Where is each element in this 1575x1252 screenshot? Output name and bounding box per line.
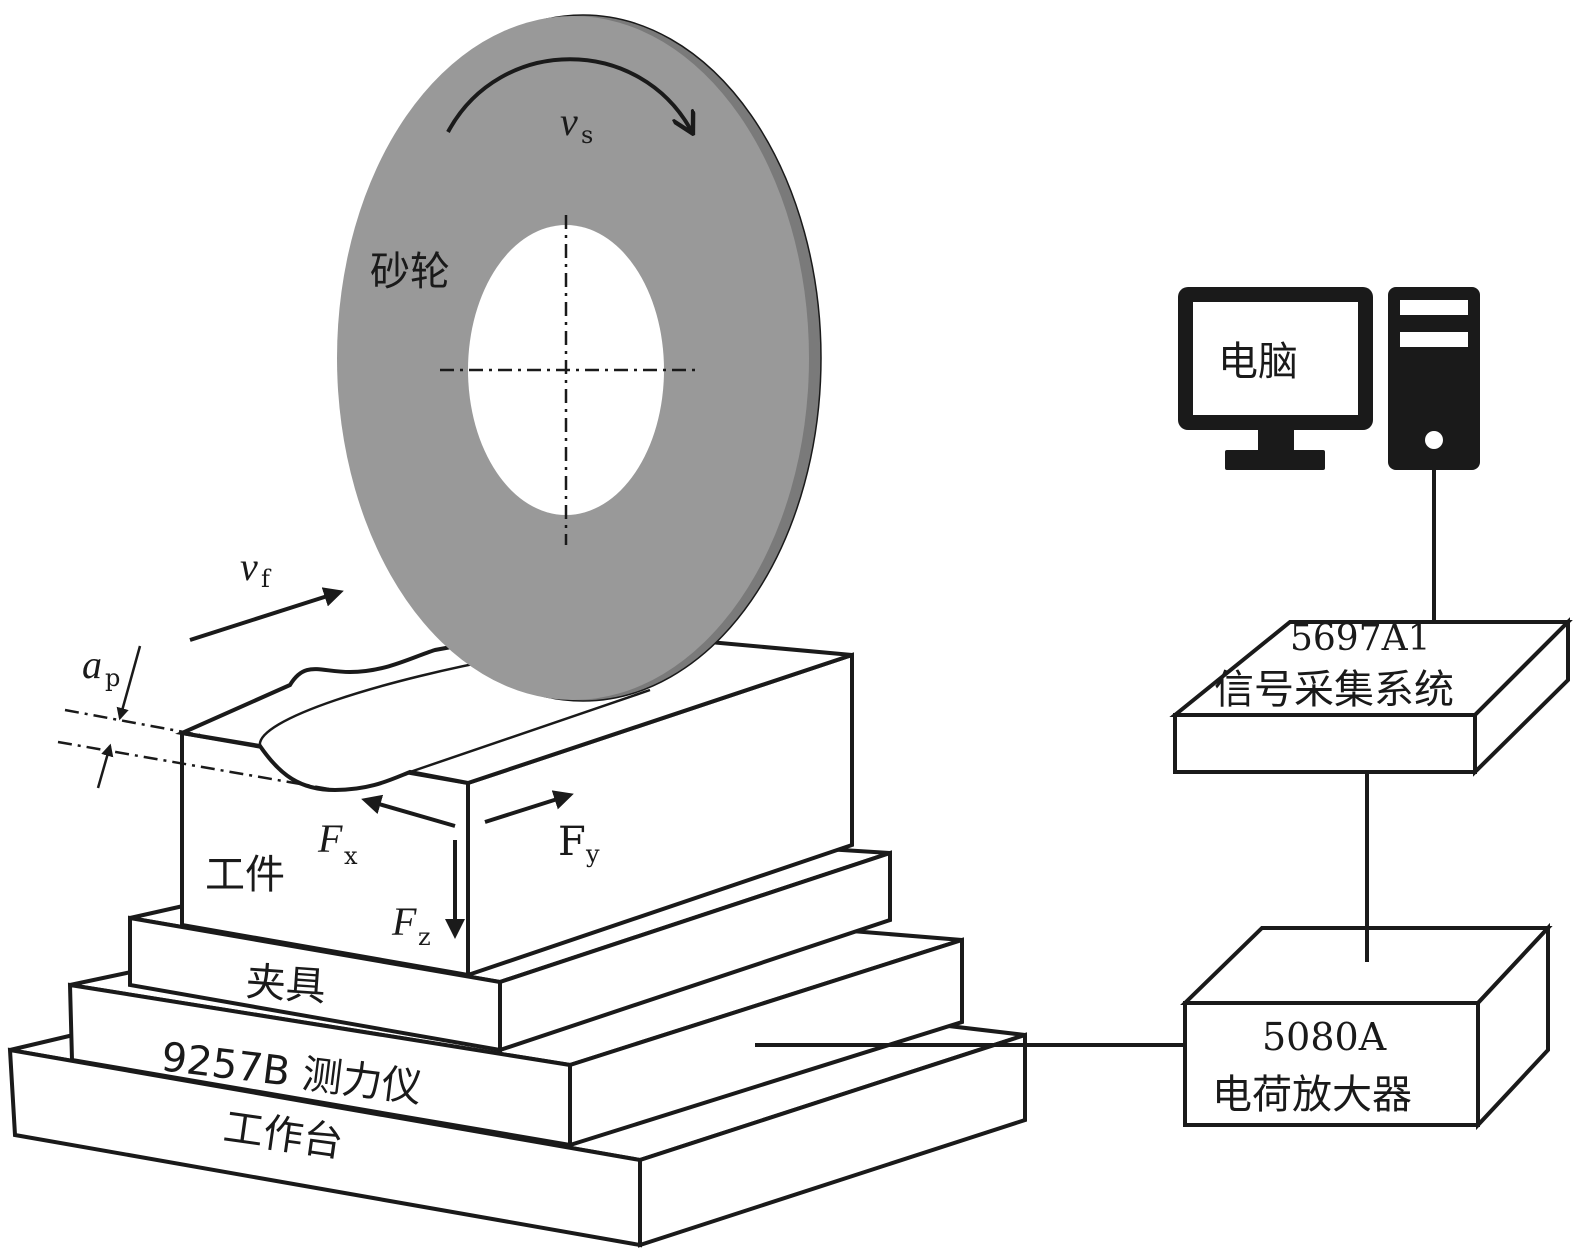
vs-symbol: v s — [560, 99, 593, 149]
computer-icon — [1178, 287, 1480, 470]
svg-text:F: F — [558, 819, 586, 865]
fy-symbol: F y — [558, 819, 600, 868]
amp-model-label: 5080A — [1262, 1015, 1387, 1059]
ap-symbol: a p — [82, 642, 120, 692]
feed-arrow — [189, 587, 344, 642]
fx-symbol: F x — [317, 816, 358, 870]
svg-text:y: y — [585, 840, 600, 868]
fy-arrow — [484, 790, 574, 824]
computer-label: 电脑 — [1218, 339, 1298, 385]
daq-box — [1169, 617, 1573, 777]
svg-text:F: F — [391, 899, 417, 944]
svg-text:z: z — [418, 923, 431, 951]
rotation-arrow — [446, 57, 692, 132]
vf-symbol: v f — [240, 544, 272, 593]
depth-of-cut-indicator — [57, 645, 336, 792]
workpiece-label: 工件 — [205, 852, 285, 898]
svg-text:s: s — [581, 121, 593, 149]
fx-arrow — [361, 794, 456, 828]
fz-symbol: F z — [391, 899, 431, 951]
svg-text:v: v — [560, 99, 578, 144]
amp-name-label: 电荷放大器 — [1212, 1072, 1412, 1118]
svg-text:F: F — [317, 816, 343, 861]
amplifier-box — [1180, 922, 1553, 1131]
svg-text:p: p — [105, 664, 120, 692]
svg-text:f: f — [261, 565, 272, 593]
force-arrows — [361, 790, 574, 939]
daq-model-label: 5697A1 — [1290, 618, 1431, 659]
svg-text:x: x — [344, 842, 358, 870]
grinding-wheel — [337, 14, 822, 702]
svg-text:a: a — [82, 642, 102, 687]
daq-name-label: 信号采集系统 — [1214, 667, 1454, 713]
fixture-label: 夹具 — [244, 959, 327, 1010]
signal-cables — [755, 470, 1436, 1047]
wheel-label: 砂轮 — [370, 249, 450, 295]
svg-text:v: v — [240, 544, 258, 589]
